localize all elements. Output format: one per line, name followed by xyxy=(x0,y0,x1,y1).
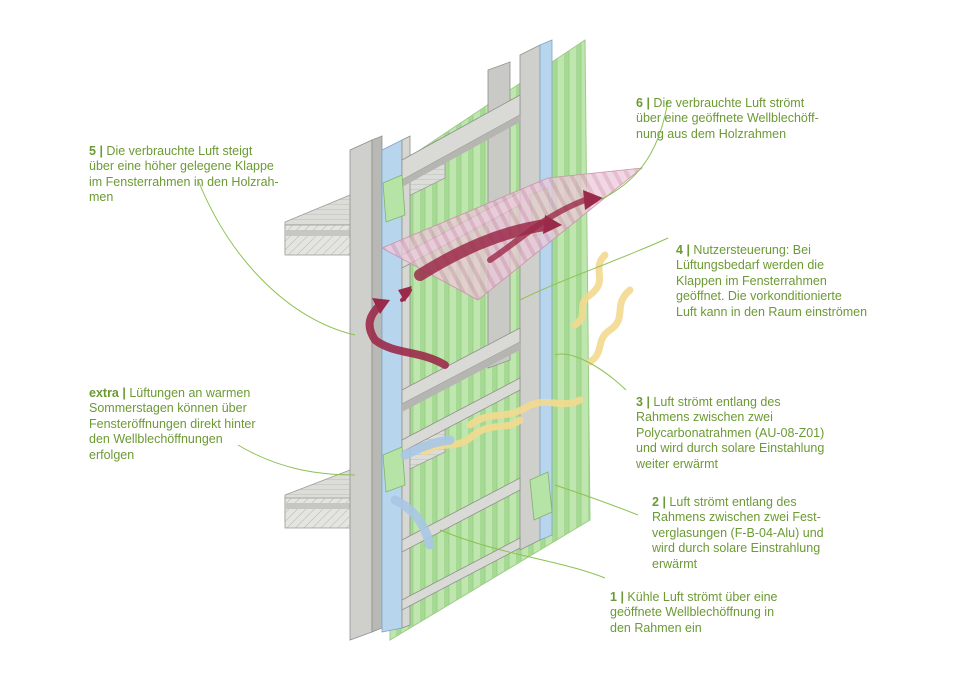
annotation-3-text: Luft strömt entlang des Rahmens zwischen… xyxy=(636,394,825,471)
annotation-3-separator: | xyxy=(646,394,650,409)
annotation-6-separator: | xyxy=(646,95,650,110)
annotation-extra-number: extra xyxy=(89,385,119,400)
annotation-4: 4 | Nutzersteuerung: Bei Lüftungsbedarf … xyxy=(676,227,906,320)
annotation-3-number: 3 xyxy=(636,394,643,409)
annotation-1-number: 1 xyxy=(610,589,617,604)
annotation-3: 3 | Luft strömt entlang des Rahmens zwis… xyxy=(636,379,876,472)
warm-air-arrowheads xyxy=(372,190,603,314)
annotation-6: 6 | Die verbrauchte Luft strömt über ein… xyxy=(636,80,866,142)
annotation-5-number: 5 xyxy=(89,143,96,158)
annotation-1-text: Kühle Luft strömt über eine geöffnete We… xyxy=(610,589,778,635)
annotation-4-number: 4 xyxy=(676,242,683,257)
annotation-6-number: 6 xyxy=(636,95,643,110)
cool-air-arrow xyxy=(390,435,455,550)
annotation-2-number: 2 xyxy=(652,494,659,509)
annotation-2-separator: | xyxy=(662,494,666,509)
annotation-extra-text: Lüftungen an warmen Sommerstagen können … xyxy=(89,385,256,462)
annotation-2: 2 | Luft strömt entlang des Rahmens zwis… xyxy=(652,479,882,572)
annotation-extra-separator: | xyxy=(122,385,126,400)
annotation-6-text: Die verbrauchte Luft strömt über eine ge… xyxy=(636,95,819,141)
annotation-4-separator: | xyxy=(686,242,690,257)
annotation-4-text: Nutzersteuerung: Bei Lüftungsbedarf werd… xyxy=(676,242,868,319)
annotation-1-separator: | xyxy=(620,589,624,604)
annotation-5: 5 | Die verbrauchte Luft steigt über ein… xyxy=(89,128,319,206)
annotation-5-separator: | xyxy=(99,143,103,158)
annotation-extra: extra | Lüftungen an warmen Sommerstagen… xyxy=(89,370,319,463)
leader-lines xyxy=(197,99,669,579)
annotation-2-text: Luft strömt entlang des Rahmens zwischen… xyxy=(652,494,824,571)
annotation-1: 1 | Kühle Luft strömt über eine geöffnet… xyxy=(610,574,840,636)
annotation-5-text: Die verbrauchte Luft steigt über eine hö… xyxy=(89,143,279,205)
